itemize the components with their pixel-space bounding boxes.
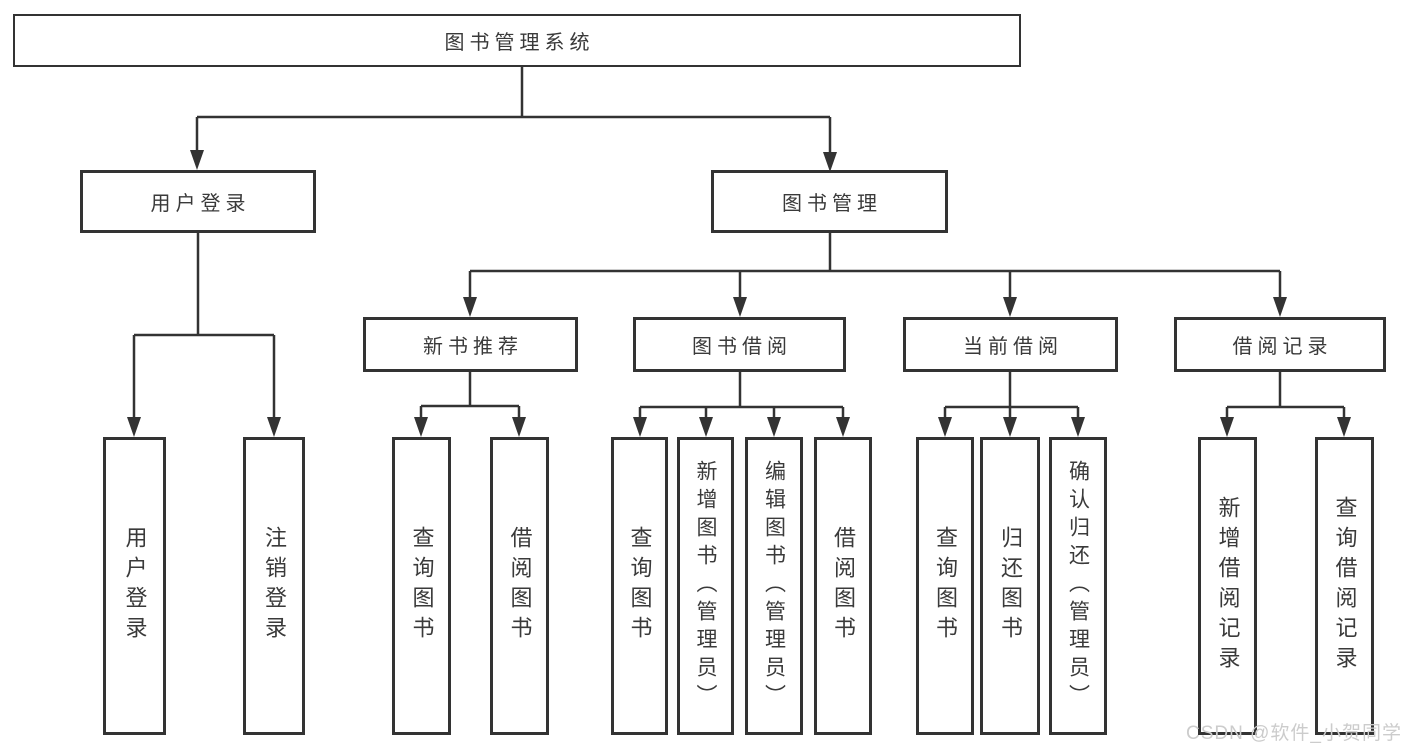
leaf-add-borrow-record: 新增借阅记录 xyxy=(1198,437,1257,735)
leaf-query-book-current: 查询图书 xyxy=(916,437,974,735)
leaf-confirm-return-admin: 确认归还（管理员） xyxy=(1049,437,1107,735)
leaf-borrow-book-recommend: 借阅图书 xyxy=(490,437,549,735)
leaf-return-book: 归还图书 xyxy=(980,437,1040,735)
node-book-borrow: 图书借阅 xyxy=(633,317,846,372)
node-new-book-recommend: 新书推荐 xyxy=(363,317,578,372)
leaf-add-book-admin: 新增图书（管理员） xyxy=(677,437,734,735)
leaf-user-login: 用户登录 xyxy=(103,437,166,735)
leaf-query-book-recommend: 查询图书 xyxy=(392,437,451,735)
node-user-login: 用户登录 xyxy=(80,170,316,233)
leaf-query-borrow-record: 查询借阅记录 xyxy=(1315,437,1374,735)
leaf-query-book-borrow: 查询图书 xyxy=(611,437,668,735)
leaf-edit-book-admin: 编辑图书（管理员） xyxy=(745,437,803,735)
leaf-borrow-book: 借阅图书 xyxy=(814,437,872,735)
csdn-watermark: CSDN @软件_小贺同学 xyxy=(1186,723,1402,744)
node-book-management: 图书管理 xyxy=(711,170,948,233)
node-root-system: 图书管理系统 xyxy=(13,14,1021,67)
node-current-borrow: 当前借阅 xyxy=(903,317,1118,372)
leaf-logout-login: 注销登录 xyxy=(243,437,305,735)
node-borrow-records: 借阅记录 xyxy=(1174,317,1386,372)
